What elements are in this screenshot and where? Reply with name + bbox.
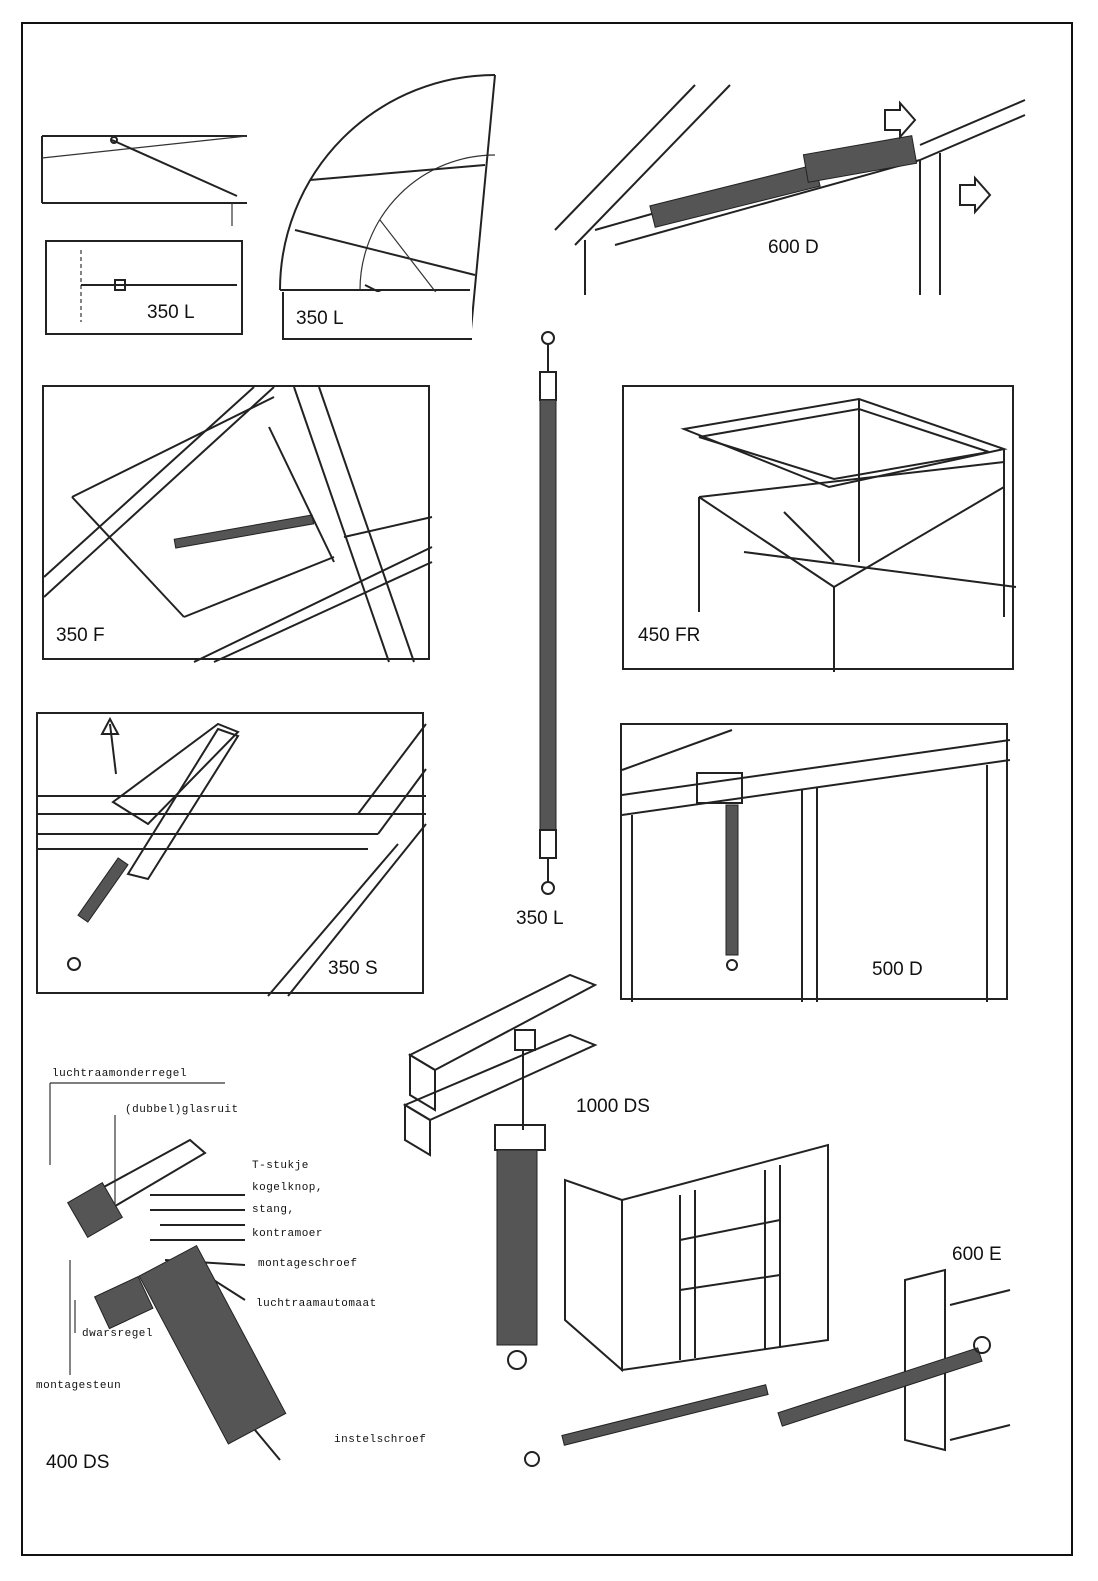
illustration-600d <box>554 84 1026 295</box>
part-label: kogelknop, <box>252 1182 324 1194</box>
figure-label: 500 D <box>872 959 923 980</box>
illustration-350f <box>43 386 433 663</box>
part-label: instelschroef <box>334 1434 427 1446</box>
illustration-1000ds <box>402 973 598 1370</box>
illustration-500d <box>621 729 1011 1002</box>
part-label: luchtraamonderregel <box>52 1068 187 1080</box>
panel-350l-small: 350 L <box>45 240 243 335</box>
page-frame <box>21 22 1073 1556</box>
figure-label: 400 DS <box>46 1452 110 1473</box>
part-label: montageschroef <box>258 1258 358 1270</box>
illustration-350l-spring <box>539 331 557 895</box>
panel-450fr: 450 FR <box>622 385 1017 672</box>
figure-label: 1000 DS <box>576 1096 650 1117</box>
figure-label: 450 FR <box>638 625 701 646</box>
part-label: montagesteun <box>36 1380 122 1392</box>
panel-350l-arc: 350 L <box>282 292 472 340</box>
illustration-400ds <box>49 1082 287 1461</box>
illustration-600e <box>524 1143 1011 1467</box>
panel-350f: 350 F <box>42 385 433 663</box>
illustration-350s <box>38 716 427 997</box>
part-label: T-stukje <box>252 1160 309 1172</box>
figure-label: 350 L <box>516 908 564 929</box>
figure-label: 350 S <box>328 958 378 979</box>
part-label: stang, <box>252 1204 295 1216</box>
figure-label: 350 L <box>147 302 195 323</box>
illustration-350l-small-rod <box>80 250 237 322</box>
figure-label: 350 L <box>296 308 344 329</box>
part-label: dwarsregel <box>82 1328 154 1340</box>
panel-500d: 500 D <box>620 723 1011 1002</box>
illustration-350l-small-top <box>41 135 248 226</box>
figure-label: 350 F <box>56 625 105 646</box>
part-label: kontramoer <box>252 1228 324 1240</box>
part-label: (dubbel)glasruit <box>125 1104 239 1116</box>
figure-label: 600 D <box>768 237 819 258</box>
panel-350s: 350 S <box>36 712 427 997</box>
part-label: luchtraamautomaat <box>256 1298 377 1310</box>
figure-label: 600 E <box>952 1244 1002 1265</box>
illustration-450fr <box>680 397 1017 672</box>
